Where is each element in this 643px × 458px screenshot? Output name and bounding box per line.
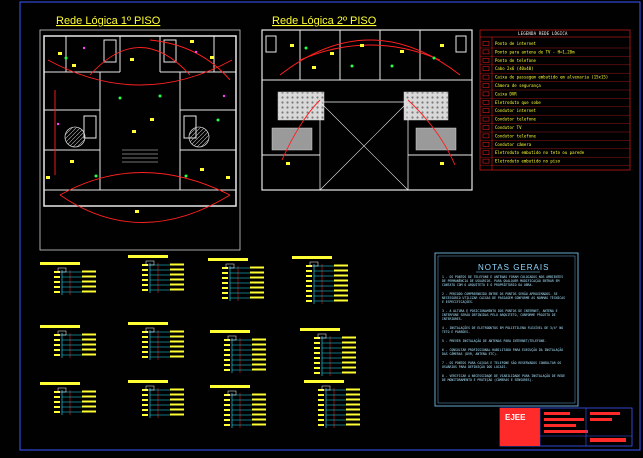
note-item: 5 - PREVER INSTALAÇÃO DE ANTENAS PARA IN…	[442, 338, 546, 343]
legend-label: Caixa de passagem embutido em alvenaria …	[495, 75, 608, 80]
unifilar-diagram	[208, 258, 264, 301]
legend-row: Eletroduto embutido no piso	[480, 159, 630, 166]
legend-row: Caixa DVR	[480, 91, 630, 99]
legend-label: Condutor câmera	[495, 142, 532, 147]
floor2-plan	[261, 29, 473, 191]
legend-row: Condutor telefone	[480, 133, 630, 141]
legend-symbol-icon	[482, 100, 490, 105]
sheet-border	[19, 1, 641, 451]
unifilar-diagram	[210, 330, 266, 373]
legend-label: Eletroduto embutido no teto ou parede	[495, 150, 585, 155]
legend-symbol-icon	[482, 125, 490, 130]
legend-row: Câmera de segurança	[480, 83, 630, 91]
legend-row: Condutor telefone	[480, 117, 630, 124]
floor2-title: Rede Lógica 2º PISO	[272, 15, 377, 27]
legend-symbol-icon	[482, 142, 490, 147]
legend-label: Condutor TV	[495, 125, 522, 130]
title-block-logo: EJEE	[505, 413, 526, 422]
unifilar-diagram	[304, 380, 360, 428]
legend-symbol-icon	[482, 91, 490, 97]
legend-row: Condutor câmera	[480, 142, 630, 149]
note-item: 3 - A ALTURA E POSICIONAMENTO DOS PONTOS…	[442, 309, 558, 321]
notes-title: NOTAS GERAIS	[478, 263, 549, 272]
legend-label: Condutor telefone	[495, 133, 537, 138]
legend-row: Eletroduto embutido no teto ou parede	[480, 150, 630, 158]
legend-row: Caixa de passagem embutido em alvenaria …	[480, 75, 630, 82]
legend-label: Cabo 2x6 (40x40)	[495, 66, 534, 71]
legend-label: Ponto para antena de TV - H=1,20m	[495, 49, 575, 54]
unifilar-diagram	[128, 322, 184, 360]
unifilar-diagram	[128, 380, 184, 418]
floor1-plan	[39, 29, 241, 251]
legend-symbol-icon	[482, 58, 490, 63]
unifilar-diagram	[292, 256, 348, 304]
unifilar-diagram	[40, 382, 96, 415]
legend-label: Eletroduto embutido no piso	[495, 159, 561, 164]
unifilar-diagram	[128, 255, 184, 293]
legend-panel: LEGENDA REDE LÓGICA Ponto de internetPon…	[479, 29, 631, 171]
note-item: 7 - OS PONTOS PARA CAIXAS E TELEFONE SÃO…	[442, 360, 561, 369]
note-item: 6 - CONSULTAR PROFISSIONAL HABILITADO PA…	[442, 347, 563, 356]
unifilar-diagram	[40, 262, 96, 295]
legend-symbol-icon	[482, 83, 490, 88]
note-item: 8 - VERIFICAR A NECESSIDADE DE VIABILIDA…	[442, 373, 565, 382]
note-item: 2 - PERIODO COMPREENDIDO ENTRE OS PONTOS…	[442, 291, 565, 304]
legend-row: Cabo 2x6 (40x40)	[480, 66, 630, 74]
unifilar-diagram	[210, 385, 266, 428]
notes-panel: NOTAS GERAIS 1 - OS PONTOS DE TELEFONE E…	[434, 252, 579, 407]
legend-label: Câmera de segurança	[495, 83, 541, 88]
legend-row: Eletroduto que sobe	[480, 100, 630, 107]
legend-row: Ponto para antena de TV - H=1,20m	[480, 49, 630, 57]
legend-symbol-icon	[482, 116, 490, 122]
legend-label: Caixa DVR	[495, 91, 517, 96]
legend-label: Ponto de internet	[495, 41, 537, 46]
legend-label: Eletroduto que sobe	[495, 100, 541, 105]
legend-label: Ponto de telefone	[495, 58, 537, 63]
unifilar-diagrams	[40, 255, 360, 428]
legend-symbol-icon	[482, 108, 490, 113]
legend-symbol-icon	[482, 66, 490, 71]
legend-symbol-icon	[482, 133, 490, 139]
unifilar-diagram	[40, 325, 96, 358]
note-item: 1 - OS PONTOS DE TELEFONE E ANTENAS FORA…	[442, 275, 563, 287]
legend-symbol-icon	[482, 150, 490, 155]
legend-row: Ponto de internet	[480, 41, 630, 49]
legend-symbol-icon	[482, 74, 490, 80]
unifilar-diagram	[300, 328, 356, 376]
note-item: 4 - INSTALAÇÕES DE ELETRODUTOS EM POLIET…	[442, 325, 563, 334]
legend-symbol-icon	[482, 158, 490, 164]
legend-symbol-icon	[482, 41, 490, 46]
legend-row: Condutor internet	[480, 108, 630, 116]
legend-row: Ponto de telefone	[480, 58, 630, 65]
legend-symbol-icon	[482, 49, 490, 55]
title-block: EJEE	[499, 407, 633, 447]
legend-label: Condutor telefone	[495, 117, 537, 122]
legend-label: Condutor internet	[495, 108, 537, 113]
floor1-title: Rede Lógica 1º PISO	[56, 15, 161, 27]
legend-row: Condutor TV	[480, 125, 630, 133]
legend-heading: LEGENDA REDE LÓGICA	[518, 31, 568, 36]
